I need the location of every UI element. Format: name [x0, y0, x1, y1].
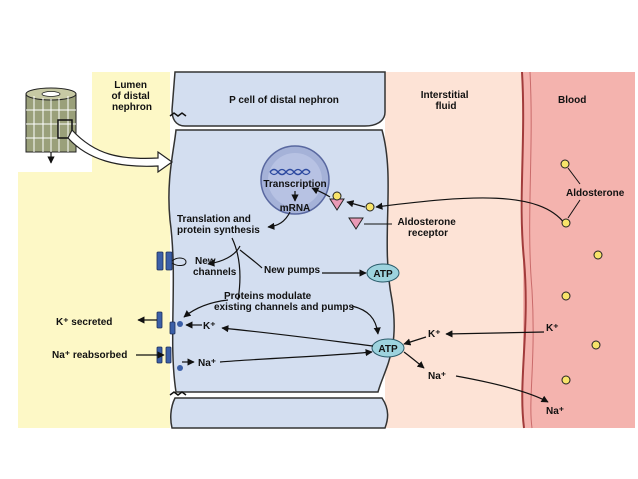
blood-boundary: [520, 71, 527, 429]
interstitial-label: Interstitial fluid: [421, 90, 472, 112]
aldosterone-dot: [591, 340, 601, 350]
lower-cell: [170, 397, 389, 429]
aldosterone-dot: [561, 291, 571, 301]
aldosterone-label: Aldosterone: [566, 188, 625, 199]
mrna-label: mRNA: [280, 203, 311, 214]
tight-junction-top: [169, 112, 187, 117]
na-pump-to-interstitial-arrow: [403, 351, 425, 369]
k-channel-icon: [156, 311, 183, 335]
zoom-arrow: [67, 128, 174, 174]
tubule-icon: [25, 87, 77, 164]
k-secreted-label: K⁺ secreted: [56, 317, 112, 328]
tight-junction-bottom: [169, 391, 187, 396]
atp-label: ATP: [373, 269, 393, 280]
translation-branch-line: [231, 237, 241, 301]
aldosterone-dot: [593, 250, 603, 260]
atp-pump-new: [366, 263, 400, 283]
k-ion-cell: K⁺: [203, 321, 216, 332]
k-interstitial-arrow: [403, 336, 427, 346]
na-ion-cell: Na⁺: [198, 358, 216, 369]
na-to-blood-arrow: [455, 375, 549, 403]
modulate-to-pump-arrow: [351, 305, 381, 335]
aldosterone-receptor-label: Aldosterone receptor: [397, 217, 458, 239]
proteins-modulate-label: Proteins modulate existing channels and …: [214, 291, 354, 313]
aldosterone-dot: [560, 159, 570, 169]
receptor-icon: [348, 217, 364, 230]
k-pump-to-cell-arrow: [221, 325, 374, 347]
to-new-channels-arrow: [207, 245, 241, 267]
blood-inner-line: [529, 71, 534, 429]
aldosterone-dot-inside: [365, 202, 375, 212]
nucleus: [260, 145, 330, 215]
lumen-region: [92, 72, 170, 428]
blood-label: Blood: [558, 95, 586, 106]
na-cell-to-pump-arrow: [219, 349, 373, 363]
new-channels-label: New channels: [193, 256, 237, 278]
k-ion-blood: K⁺: [546, 323, 559, 334]
blood-region: [523, 72, 635, 428]
na-ion-interstitial: Na⁺: [428, 371, 446, 382]
upper-cell: [171, 71, 386, 127]
new-pumps-label: New pumps: [264, 265, 321, 276]
aldosterone-dot: [561, 218, 571, 228]
k-ion-interstitial: K⁺: [428, 329, 441, 340]
na-ion-blood: Na⁺: [546, 406, 564, 417]
dot-to-complex-arrow: [346, 200, 366, 208]
cell-label: P cell of distal nephron: [229, 95, 339, 106]
atp-pump-existing: [371, 338, 405, 358]
complex-to-nucleus-arrow: [311, 187, 331, 198]
lumen-label: Lumen of distal nephron: [111, 80, 152, 113]
k-blood-arrow: [445, 330, 545, 338]
bound-aldosterone-dot: [332, 191, 342, 201]
transcription-label: Transcription: [263, 179, 326, 190]
new-channel-icon: [156, 251, 187, 271]
aldosterone-dot: [561, 375, 571, 385]
na-reabsorbed-label: Na⁺ reabsorbed: [52, 350, 127, 361]
translation-label: Translation and protein synthesis: [177, 214, 260, 236]
atp-label: ATP: [378, 344, 398, 355]
dna-helix-icon: [269, 168, 311, 176]
to-new-pumps-branch: [239, 249, 263, 269]
mrna-to-translation-arrow: [267, 211, 291, 230]
modulate-to-channel-arrow: [183, 299, 229, 318]
lumen-left-area: [18, 172, 94, 428]
aldosterone-pointer-2: [567, 199, 581, 219]
na-channel-icon: [156, 346, 183, 371]
aldosterone-path: [375, 197, 566, 225]
interstitial-region: [385, 72, 523, 428]
aldosterone-pointer-1: [567, 167, 581, 185]
